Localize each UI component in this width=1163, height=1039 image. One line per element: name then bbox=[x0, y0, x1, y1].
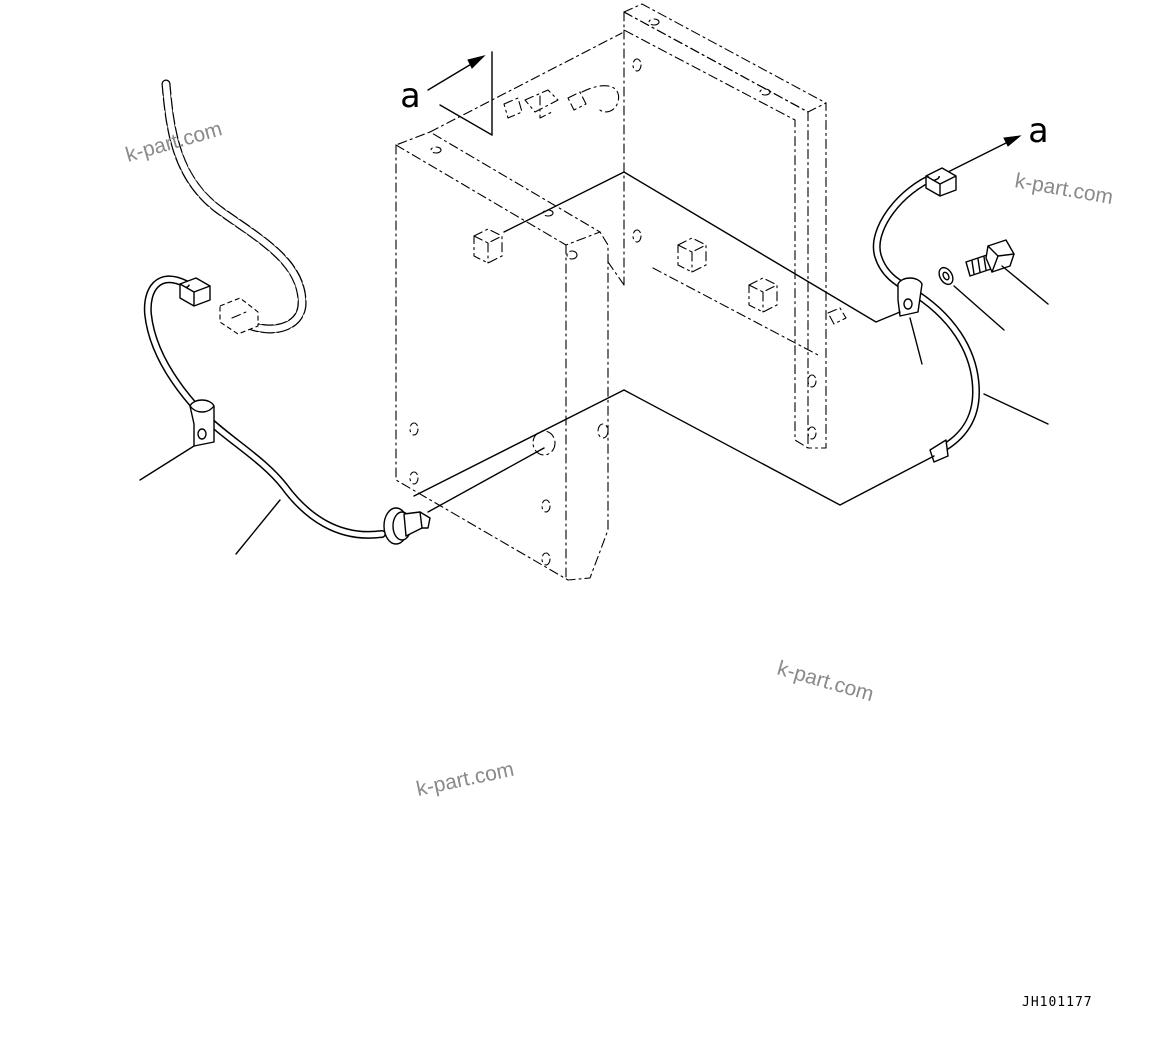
washer bbox=[938, 266, 1005, 331]
right-wire-harness bbox=[413, 167, 1049, 506]
watermark: k-part.com bbox=[414, 758, 516, 801]
leader-line-harness-left bbox=[235, 499, 281, 555]
mounting-bracket bbox=[395, 3, 847, 581]
phantom-cable bbox=[161, 79, 307, 335]
watermark: k-part.com bbox=[775, 657, 877, 706]
leader-line-washer bbox=[953, 285, 1005, 331]
view-arrow-a-left: a bbox=[400, 51, 493, 136]
right-clip bbox=[897, 277, 923, 317]
watermark: k-part.com bbox=[1013, 169, 1115, 209]
drawing-number: JH101177 bbox=[1022, 995, 1093, 1010]
view-arrow-a-right: a bbox=[947, 111, 1048, 173]
view-letter-a-left: a bbox=[400, 76, 420, 116]
leader-line-clip-right bbox=[909, 317, 923, 365]
watermarks: k-part.com k-part.com k-part.com k-part.… bbox=[123, 117, 1115, 801]
view-letter-a-right: a bbox=[1028, 111, 1048, 151]
left-wire-harness bbox=[139, 275, 545, 555]
leader-line-clip-left bbox=[139, 445, 195, 481]
leader-line-harness-right bbox=[983, 393, 1049, 425]
leader-line-bolt bbox=[1001, 265, 1049, 305]
bolt bbox=[965, 239, 1049, 305]
